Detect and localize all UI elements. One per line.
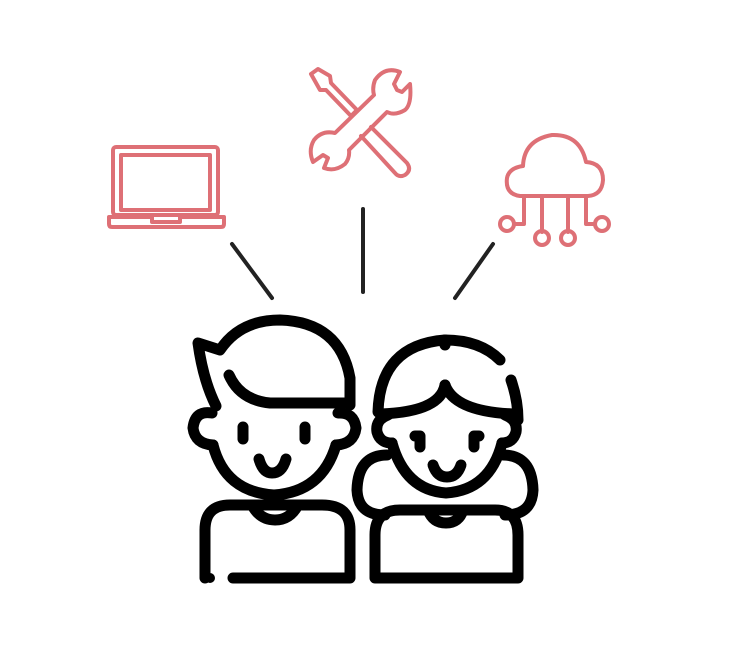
cloud-computing-icon (498, 132, 611, 247)
girl-figure (351, 334, 539, 584)
laptop-icon (107, 145, 226, 229)
tools-icon (308, 67, 413, 179)
boy-figure (187, 314, 362, 584)
body-dot (205, 573, 215, 583)
connector-lines (230, 207, 495, 300)
